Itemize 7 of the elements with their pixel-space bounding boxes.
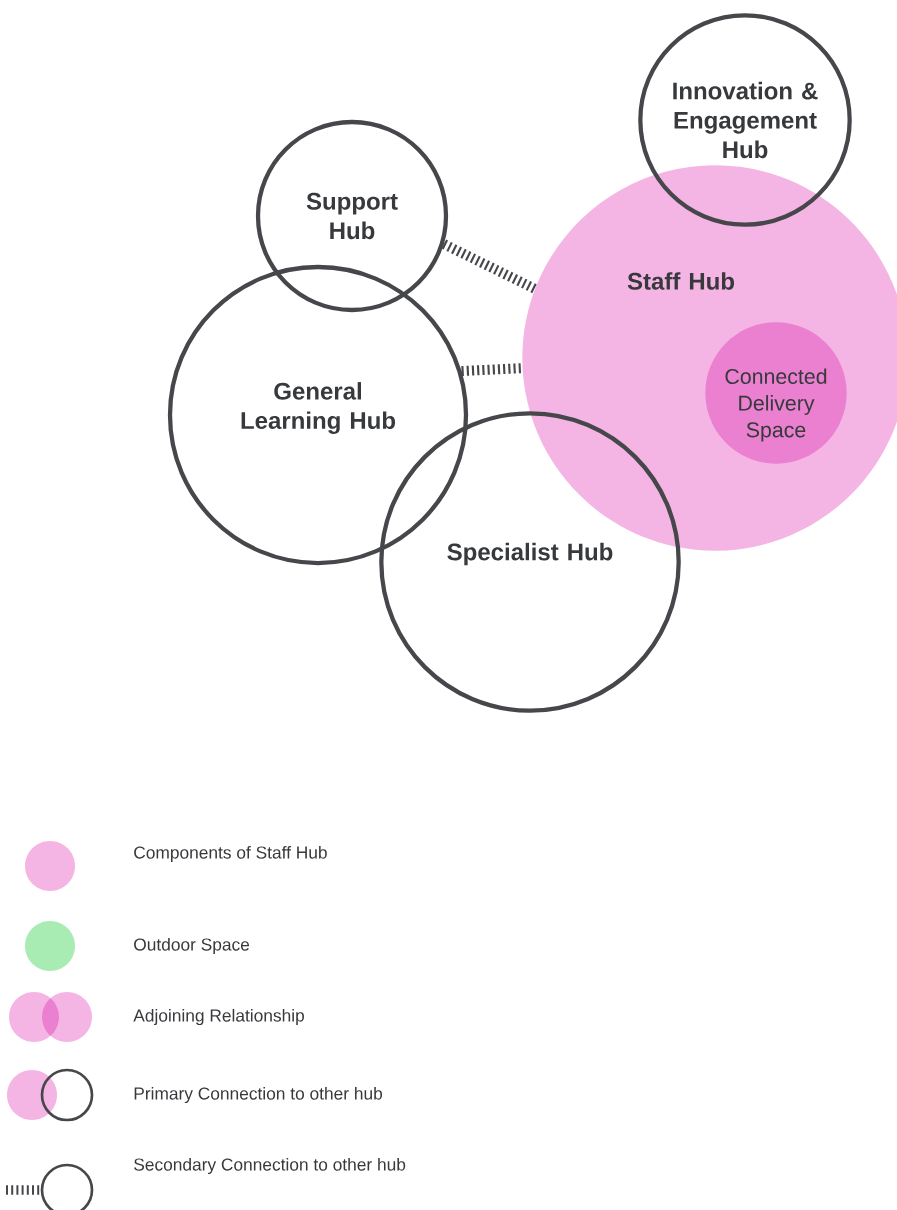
- legend-label: Adjoining Relationship: [133, 1008, 304, 1026]
- hatched-connector: [441, 239, 538, 294]
- legend-label: Primary Connection to other hub: [134, 1086, 383, 1104]
- hatched-connector: [461, 363, 523, 377]
- legend-label: Secondary Connection to other hub: [134, 1157, 406, 1175]
- legend-label: Outdoor Space: [134, 937, 250, 955]
- legend-label: Components of Staff Hub: [134, 845, 327, 863]
